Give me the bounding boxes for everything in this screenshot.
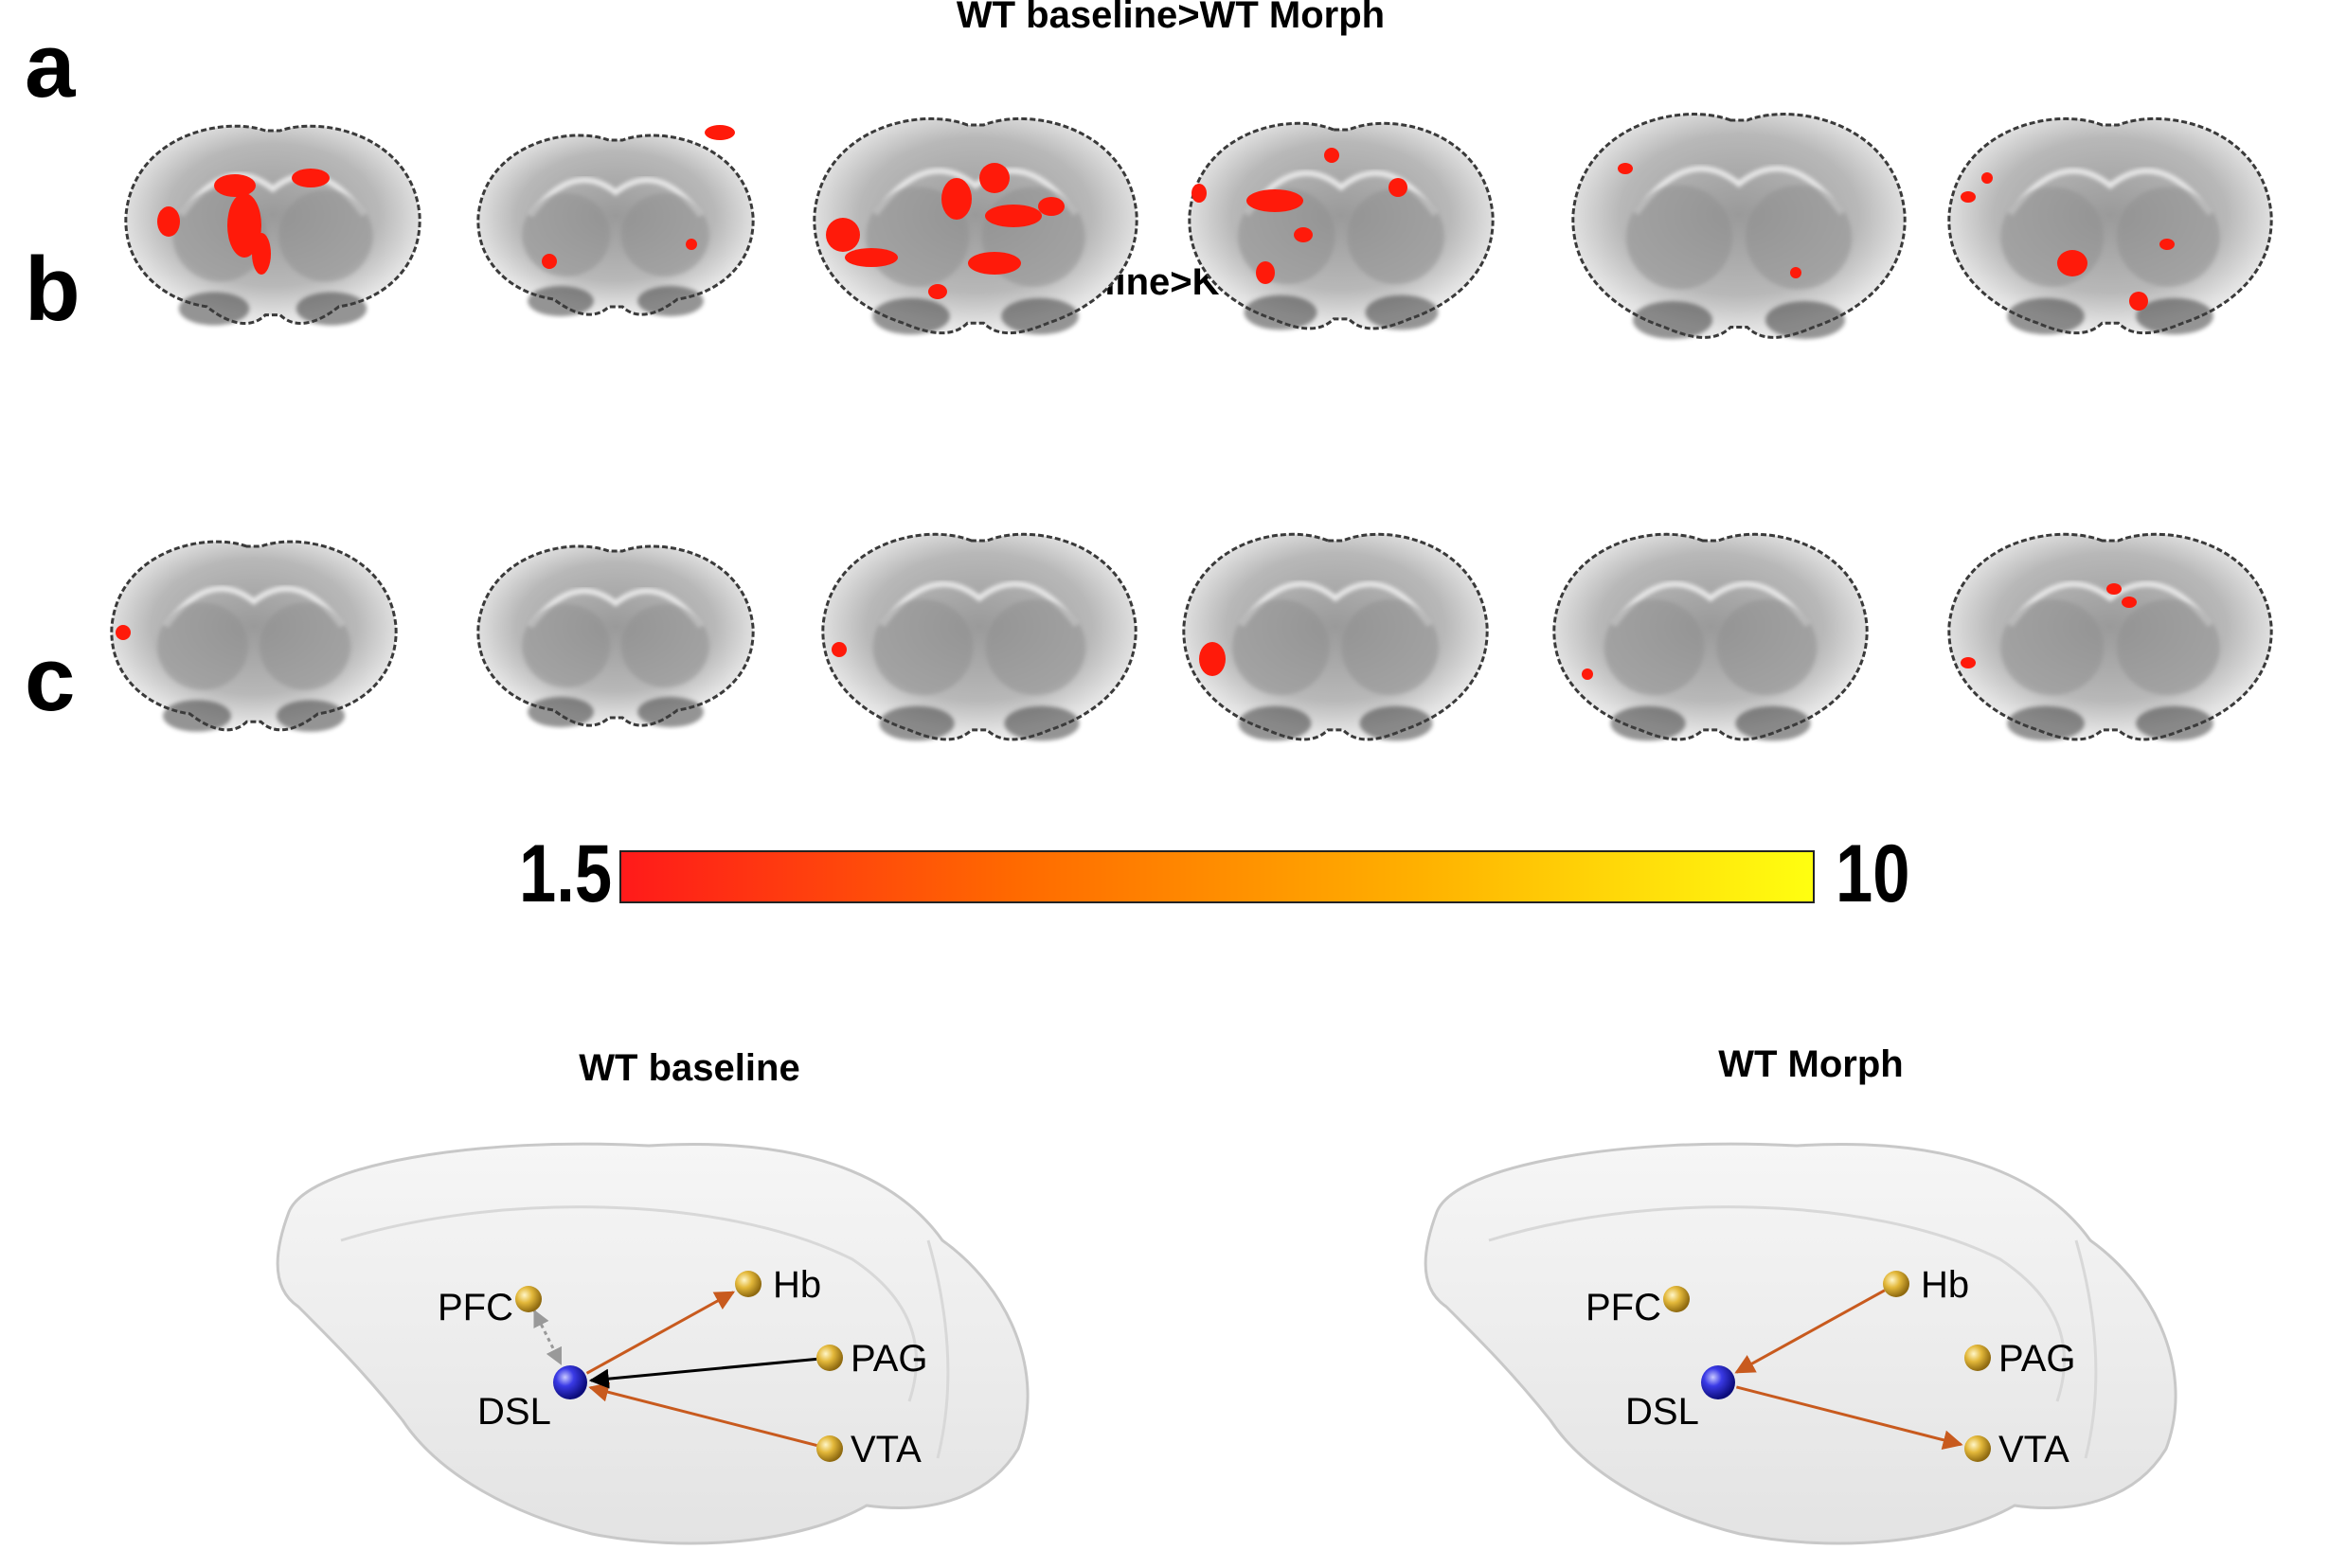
activation-cluster	[252, 233, 271, 275]
activation-cluster	[1582, 668, 1593, 680]
panel-b-slice-6	[1947, 532, 2273, 741]
activation-cluster	[686, 239, 697, 250]
node-dsl	[1701, 1365, 1735, 1399]
node-label-pfc: PFC	[438, 1287, 513, 1328]
colorbar-min-label: 1.5	[519, 829, 613, 919]
edge-vta-dsl	[588, 1381, 817, 1447]
activation-cluster	[845, 248, 898, 267]
panel-a-slice-5	[1571, 113, 1907, 339]
panel-letter-c: c	[25, 629, 76, 730]
activation-cluster	[1038, 197, 1065, 216]
activation-cluster	[1294, 227, 1313, 242]
node-label-pag: PAG	[1998, 1338, 2076, 1380]
panel-a-slice-6	[1947, 117, 2273, 335]
activation-cluster	[1324, 148, 1339, 163]
node-vta	[1964, 1435, 1991, 1462]
activation-cluster	[1246, 189, 1303, 212]
node-label-hb: Hb	[1921, 1264, 1969, 1306]
panel-a-slice-2	[476, 125, 755, 316]
activation-cluster	[968, 252, 1021, 275]
node-label-hb: Hb	[773, 1264, 821, 1306]
activation-cluster	[1790, 267, 1801, 278]
node-pag	[1964, 1345, 1991, 1371]
node-label-vta: VTA	[851, 1429, 922, 1470]
panel-a-slice-3	[813, 117, 1138, 335]
node-pag	[816, 1345, 843, 1371]
activation-cluster	[928, 284, 947, 299]
network-title-wt-baseline: WT baseline	[579, 1047, 800, 1089]
activation-cluster	[2057, 250, 2087, 276]
activation-cluster	[1961, 191, 1976, 203]
activation-cluster	[1199, 642, 1226, 676]
edge-hb-dsl	[1734, 1289, 1886, 1374]
activation-cluster	[826, 218, 860, 252]
activation-cluster	[1191, 184, 1207, 203]
node-label-vta: VTA	[1998, 1429, 2069, 1470]
activation-cluster	[1256, 261, 1275, 284]
activation-cluster	[1388, 178, 1407, 197]
activation-cluster	[542, 254, 557, 269]
colorbar	[619, 850, 1815, 903]
network-title-wt-morph: WT Morph	[1718, 1043, 1904, 1085]
node-hb	[735, 1271, 761, 1297]
activation-cluster	[2159, 239, 2175, 250]
activation-cluster	[227, 193, 261, 258]
activation-cluster	[2122, 597, 2137, 608]
activation-cluster	[985, 205, 1042, 227]
activation-cluster	[2129, 292, 2148, 311]
edge-pag-dsl	[588, 1357, 817, 1389]
panel-a-slice-4	[1188, 121, 1495, 330]
activation-cluster	[1618, 163, 1633, 174]
edge-dsl-hb	[585, 1291, 736, 1375]
node-label-dsl: DSL	[1625, 1391, 1699, 1433]
node-label-pag: PAG	[851, 1338, 928, 1380]
activation-cluster	[941, 178, 972, 220]
node-label-dsl: DSL	[477, 1391, 551, 1433]
node-vta	[816, 1435, 843, 1462]
panel-b-slice-3	[821, 532, 1138, 741]
node-dsl	[553, 1365, 587, 1399]
node-label-pfc: PFC	[1586, 1287, 1661, 1328]
panel-a-title: WT baseline>WT Morph	[956, 0, 1386, 36]
panel-b-slice-2	[476, 544, 755, 727]
activation-cluster	[1961, 657, 1976, 668]
brain-slices-figure	[110, 113, 2273, 741]
activation-cluster	[214, 174, 256, 197]
panel-b-slice-4	[1182, 532, 1489, 741]
panel-b-slice-5	[1552, 532, 1869, 741]
activation-cluster	[157, 206, 180, 237]
panel-letter-b: b	[25, 239, 81, 340]
activation-cluster	[116, 625, 131, 640]
activation-cluster	[705, 125, 735, 140]
activation-cluster	[2106, 583, 2122, 595]
edge-dsl-vta	[1736, 1385, 1963, 1451]
activation-cluster	[292, 169, 330, 187]
activation-cluster	[979, 163, 1010, 193]
node-pfc	[515, 1286, 542, 1312]
node-hb	[1883, 1271, 1909, 1297]
edge-pfc-dsl	[532, 1309, 563, 1365]
colorbar-max-label: 10	[1836, 829, 1910, 919]
activation-cluster	[1981, 172, 1993, 184]
panel-b-slice-1	[110, 540, 398, 732]
panel-letter-a: a	[25, 15, 76, 116]
panel-a-slice-1	[124, 124, 421, 326]
node-pfc	[1663, 1286, 1690, 1312]
activation-cluster	[832, 642, 847, 657]
